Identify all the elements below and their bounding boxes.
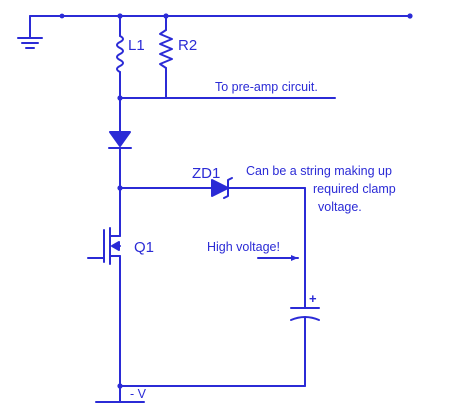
inductor-l1-icon (116, 35, 124, 73)
ground-icon (17, 15, 43, 49)
junction-dot (117, 383, 123, 389)
high-voltage-label: High voltage! (207, 240, 280, 254)
arrow-icon (291, 255, 298, 261)
terminal-dot (407, 13, 413, 19)
q1-label: Q1 (134, 239, 154, 256)
negative-rail-label: - V (130, 387, 147, 401)
junction-dot (117, 13, 123, 19)
junction-dot (117, 185, 123, 191)
preamp-label: To pre-amp circuit. (215, 80, 318, 94)
l1-label: L1 (128, 37, 145, 54)
zd1-note-line-2: required clamp (313, 182, 396, 196)
mosfet-q1-icon (87, 227, 121, 265)
resistor-r2-icon (159, 29, 173, 69)
diode-icon (108, 131, 132, 149)
r2-label: R2 (178, 37, 197, 54)
zd1-label: ZD1 (192, 165, 220, 182)
junction-dot (59, 13, 65, 19)
junction-dot (117, 95, 123, 101)
zd1-note-line-3: voltage. (318, 200, 362, 214)
junction-dot (163, 13, 169, 19)
zd1-note-line-1: Can be a string making up (246, 164, 392, 178)
capacitor-polarity-label: + (309, 291, 317, 306)
